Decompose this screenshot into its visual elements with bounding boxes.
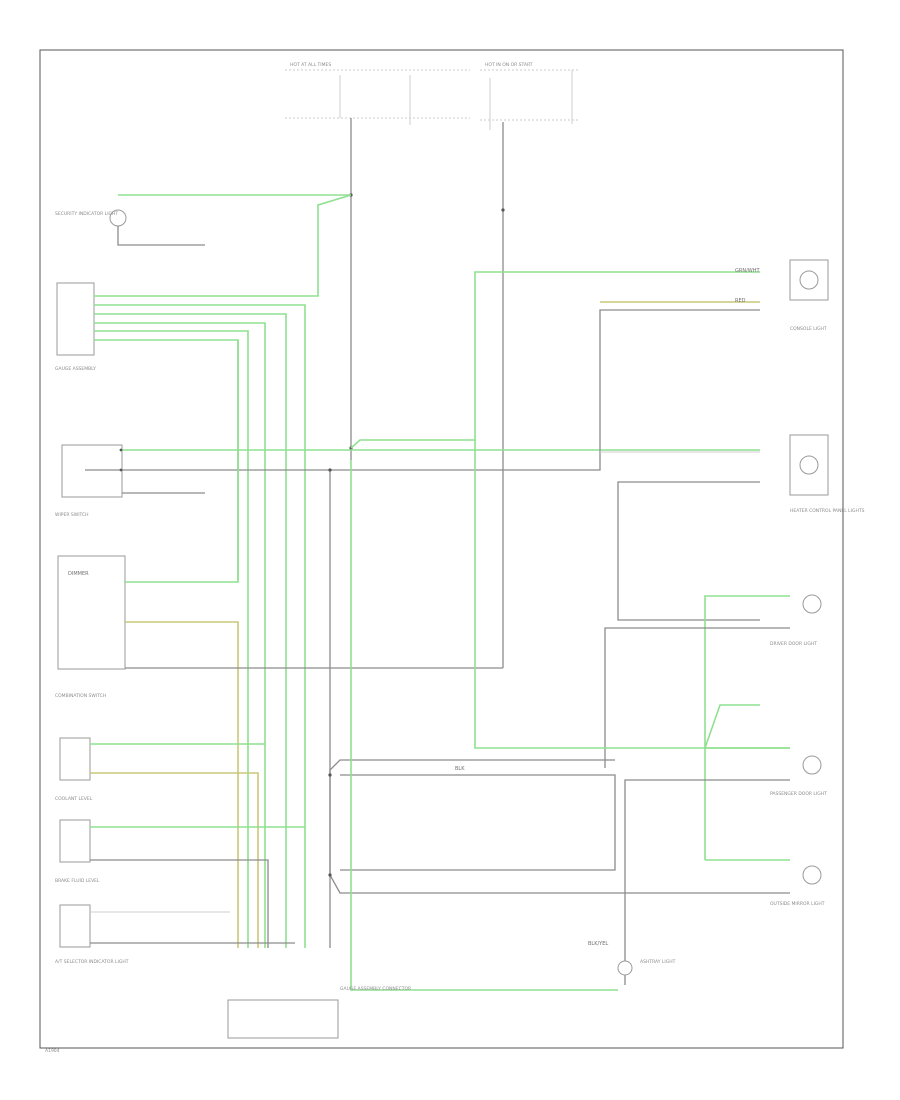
svg-text:BLK: BLK (455, 766, 465, 772)
coolant-level-sensor: COOLANT LEVEL (55, 737, 265, 948)
svg-text:COOLANT LEVEL: COOLANT LEVEL (55, 796, 93, 802)
svg-text:COMBINATION SWITCH: COMBINATION SWITCH (55, 693, 106, 699)
combination-switch: DIMMER COMBINATION SWITCH (55, 340, 503, 948)
lower-connector: GAUGE ASSEMBLY CONNECTOR BLK GRN/WHT RED (227, 268, 760, 1039)
fuse-box-label-1: HOT AT ALL TIMES (290, 62, 331, 68)
svg-text:HEATER CONTROL PANEL LIGHTS: HEATER CONTROL PANEL LIGHTS (790, 508, 865, 514)
svg-text:SECURITY INDICATOR LIGHT: SECURITY INDICATOR LIGHT (55, 211, 118, 217)
heater-control-panel-lights: HEATER CONTROL PANEL LIGHTS (600, 434, 865, 621)
figure-id: A1904 (45, 1048, 60, 1054)
svg-text:BRAKE FLUID LEVEL: BRAKE FLUID LEVEL (55, 878, 100, 884)
passenger-door-light: PASSENGER DOOR LIGHT (474, 440, 827, 985)
svg-text:DIMMER: DIMMER (68, 571, 89, 577)
svg-text:RED: RED (735, 298, 746, 304)
svg-text:PASSENGER DOOR LIGHT: PASSENGER DOOR LIGHT (770, 791, 827, 797)
svg-text:GAUGE ASSEMBLY: GAUGE ASSEMBLY (55, 366, 96, 372)
svg-text:ASHTRAY LIGHT: ASHTRAY LIGHT (640, 959, 676, 965)
console-light: CONSOLE LIGHT (350, 259, 829, 449)
svg-text:BLK/YEL: BLK/YEL (588, 941, 608, 947)
fuse-box-hot-in-on: HOT IN ON OR START (480, 62, 580, 130)
brake-fluid-level-switch: BRAKE FLUID LEVEL (55, 819, 305, 948)
fuse-box-label-2: HOT IN ON OR START (485, 62, 533, 68)
svg-text:DRIVER DOOR LIGHT: DRIVER DOOR LIGHT (770, 641, 817, 647)
fuse-box-hot-at-all-times: HOT AT ALL TIMES (285, 62, 470, 125)
svg-text:OUTSIDE MIRROR LIGHT: OUTSIDE MIRROR LIGHT (770, 901, 825, 907)
ashtray-light: ASHTRAY LIGHT BLK/YEL (350, 460, 676, 991)
outside-mirror-light: OUTSIDE MIRROR LIGHT (329, 759, 825, 907)
svg-text:GRN/WHT: GRN/WHT (735, 268, 760, 274)
svg-text:GAUGE ASSEMBLY CONNECTOR: GAUGE ASSEMBLY CONNECTOR (340, 986, 411, 992)
at-selector-indicator-light: A/T SELECTOR INDICATOR LIGHT (55, 904, 295, 965)
svg-text:WIPER SWITCH: WIPER SWITCH (55, 512, 89, 518)
driver-door-light: DRIVER DOOR LIGHT (604, 594, 822, 860)
diagram-frame (39, 49, 844, 1049)
wiper-switch: WIPER SWITCH (55, 309, 760, 518)
svg-text:A/T SELECTOR INDICATOR LIGHT: A/T SELECTOR INDICATOR LIGHT (55, 959, 129, 965)
svg-text:CONSOLE LIGHT: CONSOLE LIGHT (790, 326, 827, 332)
security-indicator-light: SECURITY INDICATOR LIGHT (55, 194, 351, 246)
